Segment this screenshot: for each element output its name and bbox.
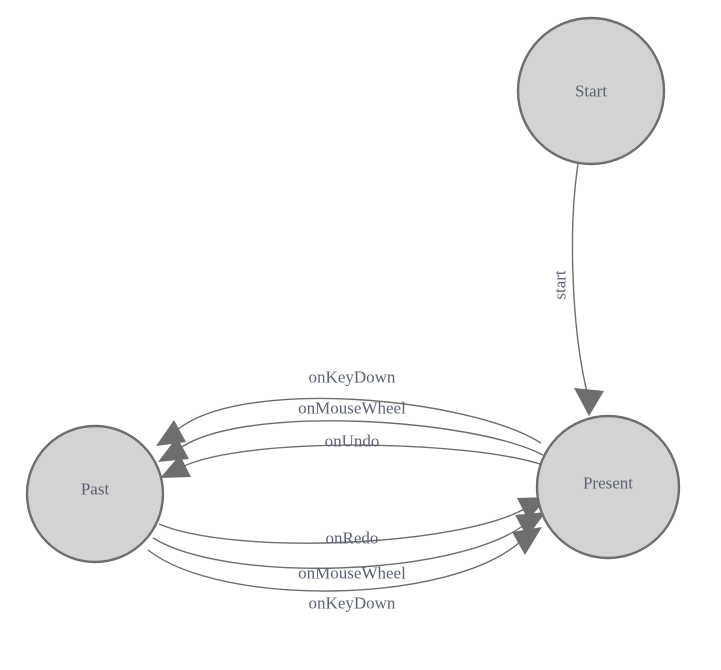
edge-past-present-keydown-path bbox=[147, 540, 522, 592]
edge-label-present-past-keydown: onKeyDown bbox=[309, 368, 396, 387]
node-present-label: Present bbox=[583, 474, 633, 493]
edge-start-present-path bbox=[571, 163, 588, 393]
edge-start-present[interactable]: start bbox=[551, 163, 605, 416]
edge-past-present-mousewheel-path bbox=[152, 524, 525, 569]
edge-past-present-keydown-arrowhead bbox=[512, 527, 542, 555]
edge-label-present-past-mousewheel: onMouseWheel bbox=[298, 399, 406, 418]
edge-start-present-arrowhead bbox=[574, 388, 604, 416]
edge-past-present-mousewheel[interactable]: onMouseWheel bbox=[152, 512, 546, 583]
edge-present-past-mousewheel-path bbox=[178, 420, 544, 456]
edge-present-past-undo[interactable]: onUndo bbox=[160, 432, 547, 479]
node-start[interactable]: Start bbox=[516, 16, 666, 166]
node-present-circle bbox=[535, 414, 681, 560]
node-start-label: Start bbox=[575, 82, 607, 101]
edge-past-present-redo[interactable]: onRedo bbox=[158, 497, 548, 548]
node-start-circle bbox=[516, 16, 666, 166]
edge-label-past-present-mousewheel: onMouseWheel bbox=[298, 564, 406, 583]
node-present[interactable]: Present bbox=[535, 414, 681, 560]
edge-label-past-present-keydown: onKeyDown bbox=[309, 594, 396, 613]
edge-present-past-undo-path bbox=[181, 444, 547, 468]
edge-past-present-mousewheel-arrowhead bbox=[515, 512, 546, 537]
edge-past-present-keydown[interactable]: onKeyDown bbox=[147, 527, 542, 613]
edge-present-past-keydown[interactable]: onKeyDown bbox=[156, 368, 542, 447]
edge-label-start: start bbox=[551, 270, 570, 300]
edge-label-past-present-redo: onRedo bbox=[326, 529, 379, 548]
node-past-label: Past bbox=[81, 480, 110, 499]
edge-label-present-past-undo: onUndo bbox=[325, 432, 380, 451]
edge-past-present-redo-path bbox=[158, 507, 527, 544]
edge-present-past-mousewheel-arrowhead bbox=[158, 437, 189, 462]
edge-present-past-keydown-arrowhead bbox=[156, 420, 186, 446]
edge-present-past-undo-arrowhead bbox=[160, 455, 191, 478]
edge-present-past-mousewheel[interactable]: onMouseWheel bbox=[158, 399, 544, 463]
node-past[interactable]: Past bbox=[25, 424, 165, 564]
node-past-circle bbox=[25, 424, 165, 564]
edge-present-past-keydown-path bbox=[175, 397, 542, 444]
